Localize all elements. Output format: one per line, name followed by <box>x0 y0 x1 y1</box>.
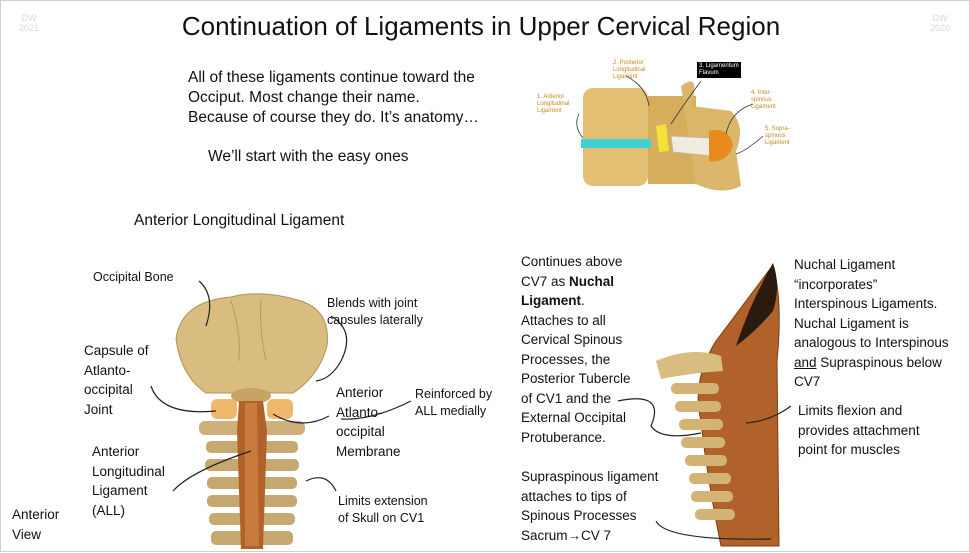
occipital-bone-label: Occipital Bone <box>93 270 174 284</box>
label-posterior-longitudinal: 2. Posterior Longitudinal Ligament <box>613 60 646 80</box>
all-label: Anterior Longitudinal Ligament (ALL) <box>92 444 165 518</box>
anterior-longitudinal-ligament <box>581 139 651 148</box>
section-heading: Anterior Longitudinal Ligament <box>134 212 345 229</box>
slide-title: Continuation of Ligaments in Upper Cervi… <box>181 11 781 41</box>
interspinous-shape <box>709 130 733 162</box>
membrane-label: Anterior Atlanto- occipital Membrane <box>336 385 401 459</box>
right-arrow-icon: → <box>567 527 582 543</box>
intro-text: All of these ligaments continue toward t… <box>188 69 479 126</box>
label-ligamentum-flavum: 3. Ligamentum Flavum <box>697 62 741 78</box>
nuchal-text: Nuchal Ligament “incorporates” Interspin… <box>794 257 949 389</box>
capsule-label: Capsule of Atlanto- occipital Joint <box>84 343 149 417</box>
vertebra-diagram: 1. Anterior Longitudinal Ligament 2. Pos… <box>531 56 801 201</box>
label-supraspinous: 5. Supra- spinous Ligament <box>765 126 790 146</box>
supraspinous-text: Supraspinous ligament attaches to tips o… <box>521 469 659 543</box>
intro-start: We’ll start with the easy ones <box>208 148 409 165</box>
ligamentum-flavum-shape <box>656 124 669 152</box>
occipital-bone-shape <box>175 293 328 394</box>
label-interspinous: 4. Inter- spinous Ligament <box>751 90 776 110</box>
flexion-text: Limits flexion and provides attachment p… <box>798 403 920 457</box>
vertebra-illustration <box>576 75 764 191</box>
vertebral-bodies <box>583 88 648 186</box>
label-anterior-longitudinal: 1. Anterior Longitudinal Ligament <box>537 94 570 114</box>
continues-text: Continues above CV7 as Nuchal Ligament. … <box>521 254 631 445</box>
left-capsule <box>211 399 237 419</box>
